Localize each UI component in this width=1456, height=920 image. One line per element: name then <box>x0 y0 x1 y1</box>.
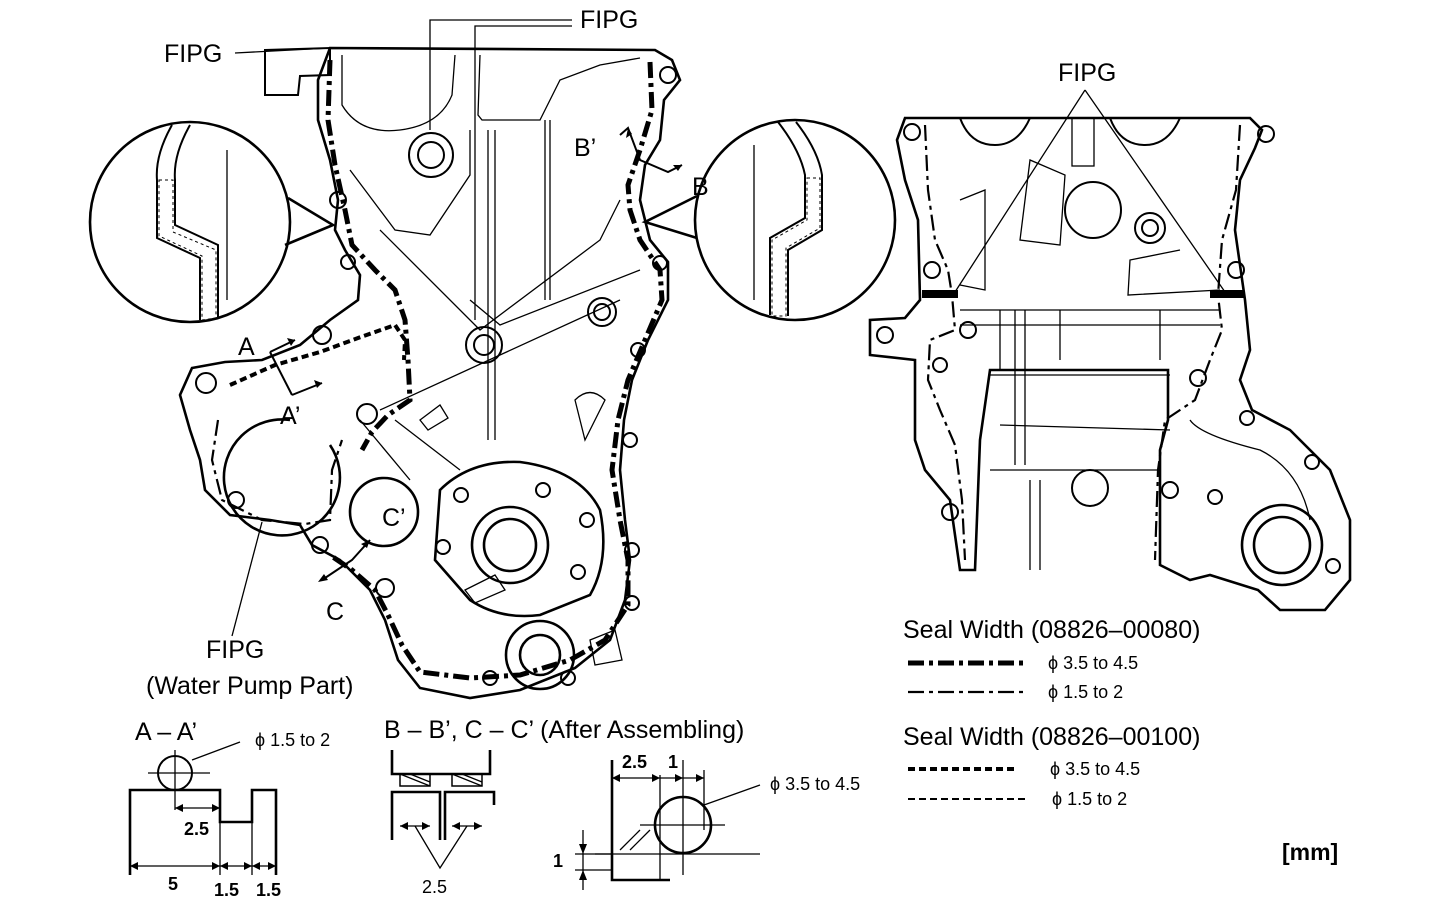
section-aa-bead: ϕ 1.5 to 2 <box>255 730 330 750</box>
label-section-a: A <box>238 333 255 361</box>
label-section-b-prime: B’ <box>574 134 596 162</box>
section-aa: A – A’ ϕ 1.5 to 2 2.5 5 1.5 1.5 <box>128 718 330 900</box>
timing-cover-seal-beads <box>210 59 665 681</box>
fipg-callouts: FIPG FIPG FIPG (Water Pump Part) A A’ B’… <box>146 6 709 700</box>
label-section-c-prime: C’ <box>382 504 406 532</box>
label-water-pump-part: (Water Pump Part) <box>146 672 353 700</box>
unit-label: [mm] <box>1282 839 1338 865</box>
bead-detail-dim-1-side: 1 <box>553 851 563 871</box>
label-fipg-water-pump: FIPG <box>206 636 264 664</box>
bead-detail: 2.5 1 ϕ 3.5 to 4.5 1 <box>553 752 860 890</box>
label-section-c: C <box>326 598 344 626</box>
legend-group1-row2: ϕ 1.5 to 2 <box>1048 682 1123 702</box>
section-aa-dim-15a: 1.5 <box>214 880 239 900</box>
bead-detail-bead: ϕ 3.5 to 4.5 <box>770 774 860 794</box>
label-section-a-prime: A’ <box>280 402 300 430</box>
detail-circle-right <box>641 118 897 322</box>
section-aa-dim-5: 5 <box>168 874 178 894</box>
section-aa-dim-25: 2.5 <box>184 819 209 839</box>
label-fipg-top-center: FIPG <box>580 6 638 34</box>
section-bb-title: B – B’, C – C’ (After Assembling) <box>384 716 744 744</box>
section-arrows <box>269 126 683 582</box>
bead-detail-dim-25: 2.5 <box>622 752 647 772</box>
label-fipg-top-left: FIPG <box>164 40 222 68</box>
legend-group1-row1: ϕ 3.5 to 4.5 <box>1048 653 1138 673</box>
legend-group2-row2: ϕ 1.5 to 2 <box>1052 789 1127 809</box>
legend-group2-row1: ϕ 3.5 to 4.5 <box>1050 759 1140 779</box>
seal-width-legend: Seal Width (08826–00080) ϕ 3.5 to 4.5 ϕ … <box>903 616 1200 809</box>
section-aa-dim-15b: 1.5 <box>256 880 281 900</box>
label-fipg-engine: FIPG <box>1058 59 1116 87</box>
timing-cover-outline <box>178 46 682 700</box>
section-bb-dim-25: 2.5 <box>422 877 447 897</box>
bead-detail-dim-1-top: 1 <box>668 752 678 772</box>
section-aa-title: A – A’ <box>135 718 197 746</box>
detail-circle-left <box>88 120 336 324</box>
section-bb-cc: B – B’, C – C’ (After Assembling) 2.5 <box>384 716 744 897</box>
legend-group2-title: Seal Width (08826–00100) <box>903 723 1200 751</box>
legend-group1-title: Seal Width (08826–00080) <box>903 616 1200 644</box>
engine-block-view: FIPG <box>868 59 1352 612</box>
